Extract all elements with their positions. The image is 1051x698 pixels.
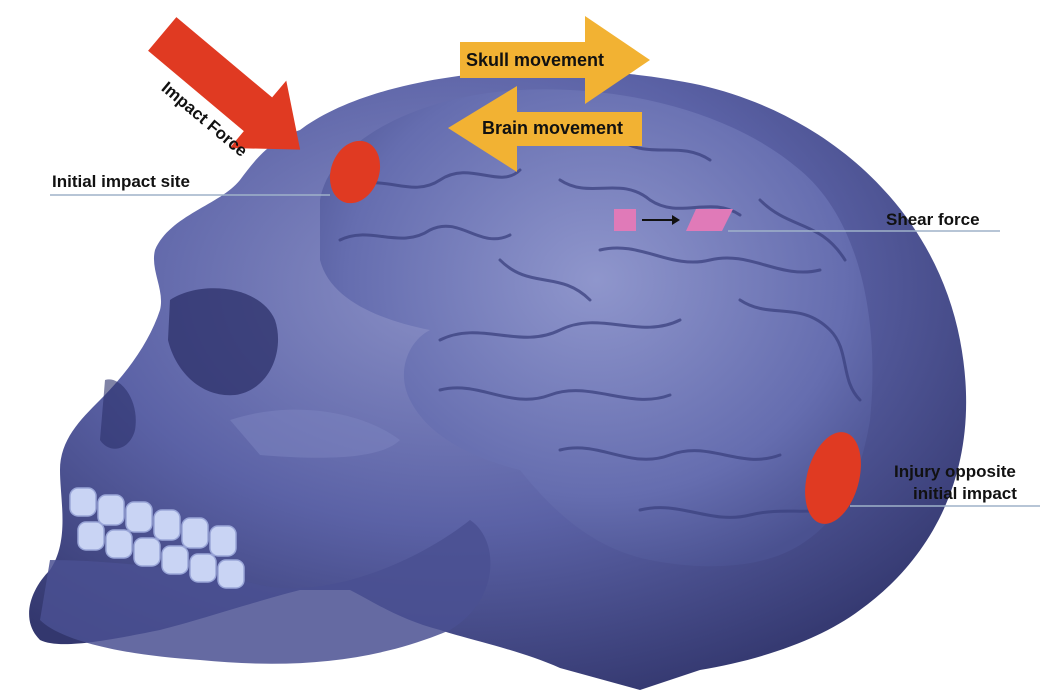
- shear-square-before: [614, 209, 636, 231]
- injury-opposite-label-line1: Injury opposite: [894, 462, 1016, 482]
- shear-force-label: Shear force: [886, 210, 980, 230]
- injury-opposite-label-line2: initial impact: [913, 484, 1017, 504]
- skull-movement-label: Skull movement: [466, 50, 604, 71]
- initial-impact-site-label: Initial impact site: [52, 172, 190, 192]
- brain-movement-label: Brain movement: [482, 118, 623, 139]
